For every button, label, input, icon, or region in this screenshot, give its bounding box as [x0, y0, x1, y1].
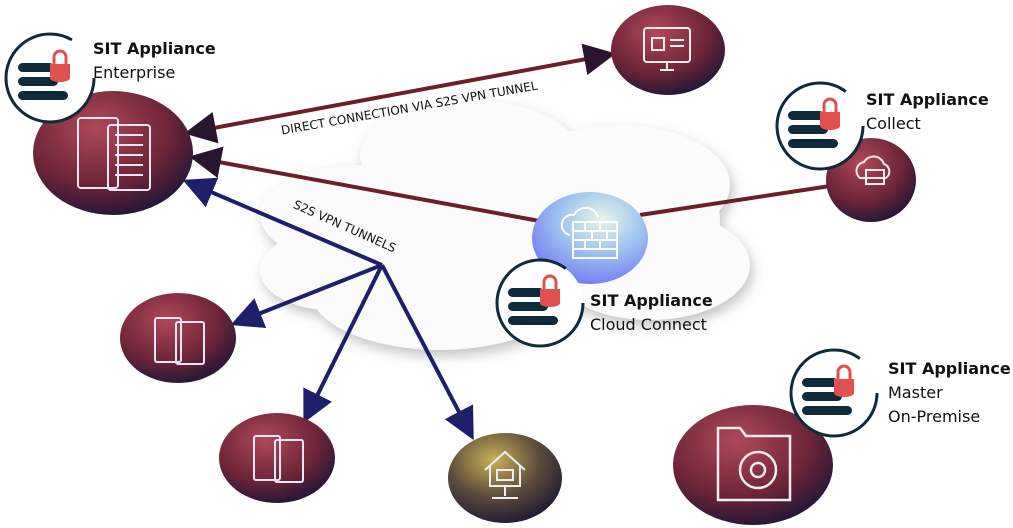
server-rack-icon: [154, 317, 205, 365]
cloud-firewall-icon: [560, 206, 618, 259]
folder-gear-icon: [716, 426, 792, 502]
appliance-badge-icon: [4, 32, 96, 124]
appliance-title: SIT Appliance: [93, 39, 216, 58]
appliance-badges: [4, 32, 879, 438]
vpn-tunnel-lines: [182, 177, 474, 441]
monitor-icon: [643, 27, 691, 71]
appliance-type: Collect: [866, 114, 921, 133]
server-node-1[interactable]: [120, 293, 236, 383]
house-network-icon: [484, 450, 526, 499]
web-application-node[interactable]: [611, 5, 725, 95]
cloud-connect-firewall-node[interactable]: [532, 192, 648, 284]
direct-connection-lines: [184, 43, 831, 224]
appliance-title: SIT Appliance: [590, 291, 713, 310]
cloud-computer-icon: [855, 155, 891, 185]
appliance-title: SIT Appliance: [866, 90, 989, 109]
appliance-location: On-Premise: [888, 407, 981, 426]
home-network-node[interactable]: [448, 433, 562, 523]
appliance-badge-icon: [789, 348, 879, 438]
master-node[interactable]: [673, 405, 833, 525]
appliance-type: Master: [888, 383, 943, 402]
appliance-badge-icon: [775, 81, 865, 171]
server-node-2[interactable]: [219, 413, 335, 503]
server-rack-icon: [253, 435, 304, 483]
server-rack-icon: [77, 117, 151, 191]
enterprise-server-node[interactable]: [33, 91, 193, 215]
appliance-type: Enterprise: [93, 63, 176, 82]
appliance-badge-icon: [495, 258, 585, 348]
appliance-title: SIT Appliance: [888, 359, 1011, 378]
appliance-type: Cloud Connect: [590, 315, 707, 334]
